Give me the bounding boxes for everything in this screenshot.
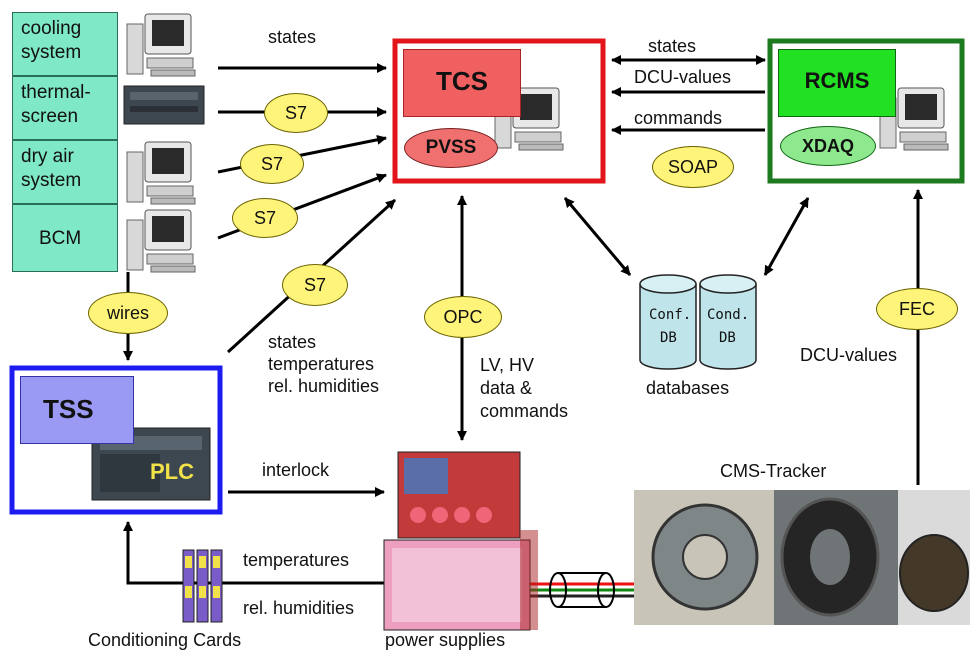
label-opc-cmd: commands bbox=[480, 401, 569, 421]
tss-title: TSS bbox=[20, 376, 134, 444]
system-label-1: cooling bbox=[21, 18, 82, 39]
system-label-2: system bbox=[21, 170, 82, 191]
arrow-cards-tss bbox=[123, 521, 385, 585]
wires-ellipse: wires bbox=[88, 292, 168, 334]
label-rcms-states: states bbox=[648, 36, 697, 56]
label-plc-temps: temperatures bbox=[268, 354, 375, 374]
plc-icon-thermal bbox=[123, 85, 205, 125]
s7-ellipse-3: S7 bbox=[232, 198, 298, 238]
soap-ellipse: SOAP bbox=[652, 146, 734, 188]
system-bcm: BCM bbox=[12, 204, 118, 272]
label-opc-data: data & bbox=[480, 378, 533, 398]
system-label-1: dry air bbox=[21, 146, 74, 167]
label-cond-db-1: Cond. bbox=[707, 307, 750, 323]
xdaq-ellipse: XDAQ bbox=[780, 126, 876, 166]
label-interlock: interlock bbox=[262, 460, 330, 480]
label-rcms-dcu: DCU-values bbox=[634, 67, 732, 87]
arrow-tcs-db bbox=[563, 197, 632, 276]
database-icon bbox=[639, 274, 757, 370]
system-label-2: screen bbox=[21, 106, 79, 127]
s7-ellipse-4: S7 bbox=[282, 264, 348, 306]
power-supply-icon bbox=[383, 451, 538, 631]
system-dry-air: dry air system bbox=[12, 140, 118, 204]
label-plc-states: states bbox=[268, 332, 317, 352]
label-cond-db-2: DB bbox=[719, 330, 736, 346]
label-rel-humidities: rel. humidities bbox=[243, 598, 355, 618]
label-dcu-values: DCU-values bbox=[800, 345, 898, 365]
label-opc-lv: LV, HV bbox=[480, 355, 535, 375]
label-power-supplies: power supplies bbox=[385, 630, 506, 650]
label-cms-tracker: CMS-Tracker bbox=[720, 461, 827, 481]
opc-ellipse: OPC bbox=[424, 296, 502, 338]
system-cooling: cooling system bbox=[12, 12, 118, 76]
tcs-title: TCS bbox=[403, 49, 521, 117]
arrow-rcms-db bbox=[763, 197, 810, 276]
label-temperatures: temperatures bbox=[243, 550, 350, 570]
label-plc-hum: rel. humidities bbox=[268, 376, 380, 396]
label-rcms-commands: commands bbox=[634, 108, 723, 128]
label-states-top: states bbox=[268, 27, 317, 47]
label-conf-db-2: DB bbox=[660, 330, 677, 346]
label-databases: databases bbox=[646, 378, 730, 398]
label-conditioning-cards: Conditioning Cards bbox=[88, 630, 242, 650]
computer-icon-bcm bbox=[126, 209, 196, 273]
label-conf-db-1: Conf. bbox=[649, 307, 692, 323]
system-label-1: BCM bbox=[39, 228, 82, 249]
pvss-ellipse: PVSS bbox=[404, 128, 498, 168]
s7-ellipse-1: S7 bbox=[264, 93, 328, 133]
system-label-2: system bbox=[21, 42, 82, 63]
rcms-title: RCMS bbox=[778, 49, 896, 117]
system-thermal-screen: thermal- screen bbox=[12, 76, 118, 140]
computer-icon-cooling bbox=[126, 13, 196, 77]
fec-ellipse: FEC bbox=[876, 288, 958, 330]
s7-ellipse-2: S7 bbox=[240, 144, 304, 184]
computer-icon-dryair bbox=[126, 141, 196, 205]
cable-icon bbox=[530, 572, 640, 608]
conditioning-card-icon bbox=[182, 549, 223, 623]
plc-label: PLC bbox=[150, 459, 194, 484]
cms-tracker-photo bbox=[634, 490, 970, 625]
system-label-1: thermal- bbox=[21, 82, 91, 103]
